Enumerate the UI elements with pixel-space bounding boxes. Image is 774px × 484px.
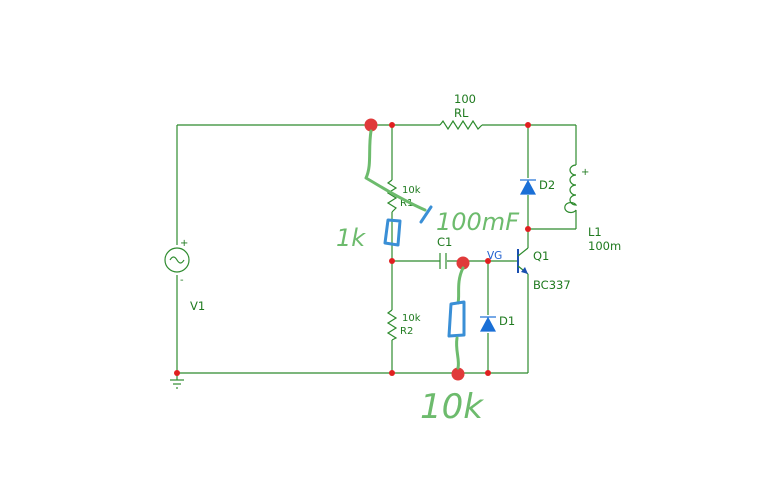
l1-plus: + bbox=[581, 167, 589, 178]
ground-symbol bbox=[170, 379, 184, 389]
l1-name: L1 bbox=[588, 225, 602, 239]
v1-minus: - bbox=[180, 275, 184, 286]
q1-model: BC337 bbox=[533, 278, 571, 292]
r2-value: 10k bbox=[402, 313, 421, 324]
rl-value: 100 bbox=[454, 92, 476, 106]
resistor-r2: 10k R2 bbox=[386, 309, 421, 341]
v1-plus: + bbox=[180, 238, 188, 249]
r1-name: R1 bbox=[400, 198, 413, 209]
d1-name: D1 bbox=[499, 314, 515, 328]
note-1k: 1k bbox=[336, 224, 366, 252]
resistor-rl: 100 RL bbox=[439, 92, 483, 131]
handwritten-annotations: 1k 100mF 10k bbox=[336, 129, 520, 427]
r2-name: R2 bbox=[400, 326, 413, 337]
r1-value: 10k bbox=[402, 185, 421, 196]
inductor-l1: + L1 100m bbox=[564, 164, 621, 253]
diode-d2: D2 bbox=[519, 178, 555, 195]
capacitor-c1: C1 bbox=[437, 235, 452, 269]
l1-value: 100m bbox=[588, 239, 621, 253]
rl-name: RL bbox=[454, 106, 469, 120]
vg-net-label: VG bbox=[487, 250, 502, 262]
transistor-q1: Q1 BC337 bbox=[514, 247, 571, 292]
note-100mf: 100mF bbox=[436, 208, 520, 236]
probe-nodes bbox=[364, 118, 470, 381]
voltage-source-v1: + - V1 bbox=[164, 238, 205, 313]
v1-name: V1 bbox=[190, 299, 205, 313]
junction-nodes bbox=[174, 122, 531, 376]
c1-name: C1 bbox=[437, 235, 452, 249]
resistor-r1: 10k R1 bbox=[386, 179, 421, 213]
d2-name: D2 bbox=[539, 178, 555, 192]
diode-d1: D1 bbox=[479, 314, 515, 332]
wires bbox=[176, 124, 577, 380]
note-10k: 10k bbox=[420, 387, 484, 427]
q1-name: Q1 bbox=[533, 249, 549, 263]
